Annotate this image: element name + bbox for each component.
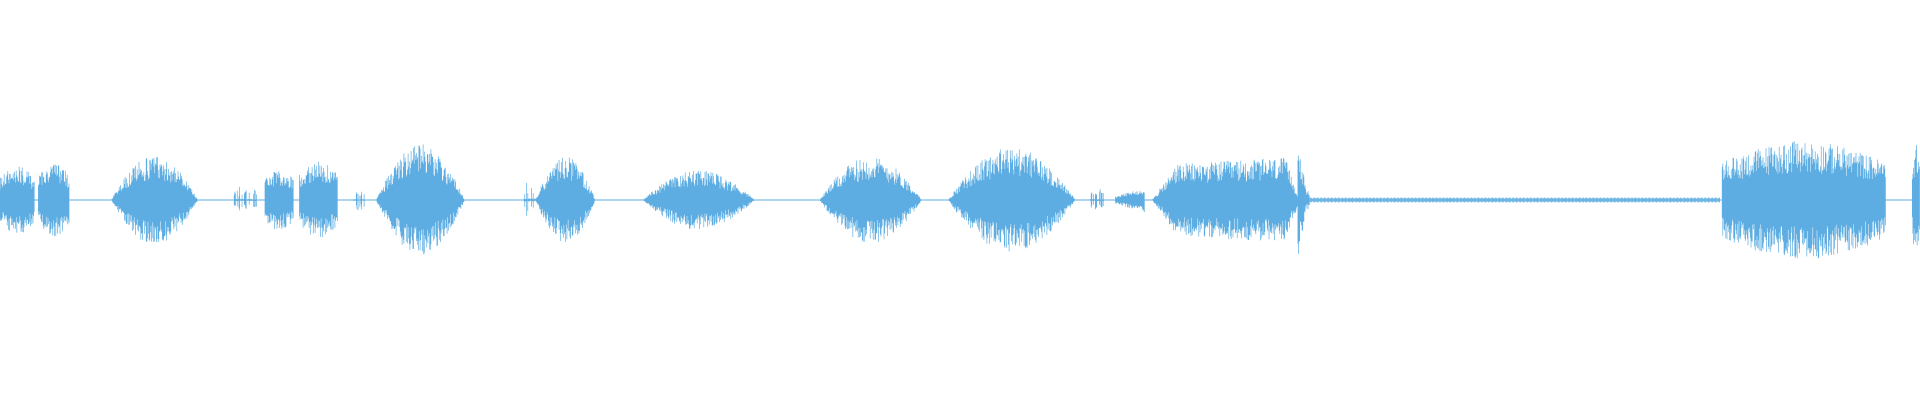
waveform-clip-9[interactable] (523, 183, 536, 216)
waveform-clip-14[interactable] (1090, 189, 1105, 210)
waveform-clip-13[interactable] (948, 149, 1076, 252)
waveform-clip-4[interactable] (233, 186, 258, 211)
waveform-clip-6[interactable] (299, 161, 338, 238)
waveform-clip-1[interactable] (0, 166, 35, 233)
waveform-clip-10[interactable] (535, 157, 596, 242)
waveform-layer (0, 141, 1920, 259)
waveform-clip-16[interactable] (1152, 157, 1300, 241)
waveform-clip-7[interactable] (352, 191, 366, 211)
waveform-clip-17[interactable] (1297, 155, 1310, 254)
waveform-clip-5[interactable] (264, 171, 294, 230)
waveform-clip-3[interactable] (111, 157, 198, 243)
waveform-clip-11[interactable] (643, 170, 755, 229)
waveform-clip-2[interactable] (38, 164, 70, 237)
waveform-clip-18[interactable] (1721, 141, 1886, 259)
waveform-clip-15[interactable] (1115, 191, 1145, 213)
waveform-clip-19[interactable] (1911, 145, 1920, 246)
waveform-clip-8[interactable] (376, 144, 465, 255)
waveform-clip-12[interactable] (820, 158, 922, 242)
